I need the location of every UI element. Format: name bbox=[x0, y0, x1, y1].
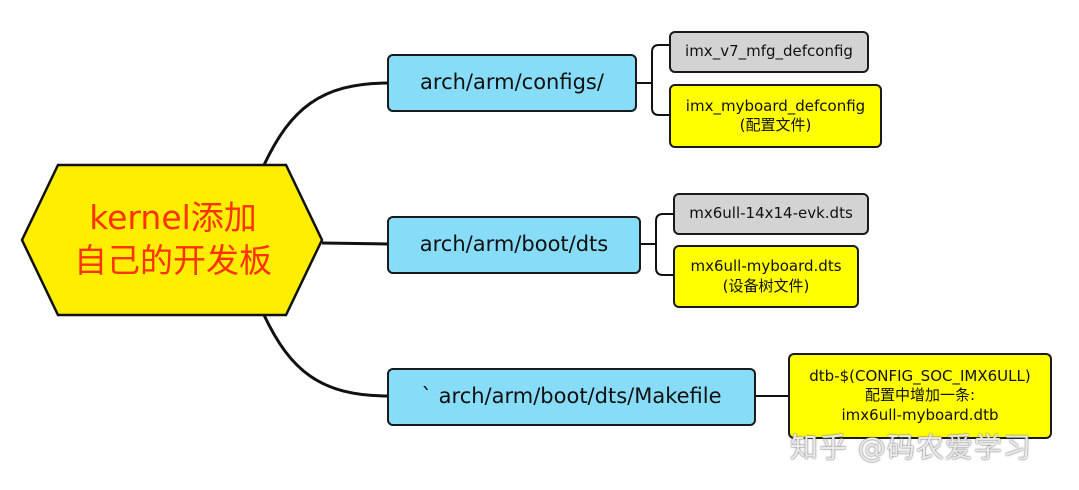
leaf-line: 配置中增加一条: bbox=[864, 386, 976, 405]
leaf-node-makefile-dtb: dtb-$(CONFIG_SOC_IMX6ULL) 配置中增加一条: imx6u… bbox=[788, 353, 1052, 439]
branch-label: ` arch/arm/boot/dts/Makefile bbox=[421, 384, 722, 409]
leaf-line: dtb-$(CONFIG_SOC_IMX6ULL) bbox=[809, 366, 1031, 385]
root-title-line-2: 自己的开发板 bbox=[74, 241, 272, 280]
leaf-line: mx6ull-14x14-evk.dts bbox=[689, 204, 853, 223]
branch-label: arch/arm/boot/dts bbox=[419, 232, 609, 257]
root-title-line-1: kernel添加 bbox=[89, 198, 257, 238]
leaf-line: imx6ull-myboard.dtb bbox=[841, 405, 999, 424]
root-hexagon bbox=[20, 163, 324, 317]
leaf-node-evk-dts: mx6ull-14x14-evk.dts bbox=[673, 193, 869, 235]
connector-root-branch-3 bbox=[262, 314, 389, 398]
connector-root-branch-1 bbox=[262, 81, 389, 166]
branch-node-dts: arch/arm/boot/dts bbox=[387, 216, 641, 274]
leaf-node-mfg-defconfig: imx_v7_mfg_defconfig bbox=[669, 31, 869, 73]
connector-root-branch-2 bbox=[321, 241, 389, 246]
connector-branch-1-leaves bbox=[636, 44, 670, 116]
branch-node-configs: arch/arm/configs/ bbox=[387, 54, 637, 112]
leaf-line: (设备树文件) bbox=[722, 276, 810, 295]
leaf-line: mx6ull-myboard.dts bbox=[690, 257, 842, 275]
watermark: 知乎 @码农爱学习 bbox=[790, 431, 1032, 464]
leaf-node-myboard-defconfig: imx_myboard_defconfig (配置文件) bbox=[669, 84, 882, 148]
branch-node-makefile: ` arch/arm/boot/dts/Makefile bbox=[387, 368, 756, 426]
branch-label: arch/arm/configs/ bbox=[420, 70, 604, 95]
leaf-node-myboard-dts: mx6ull-myboard.dts (设备树文件) bbox=[673, 245, 859, 308]
root-node-label: kernel添加 自己的开发板 bbox=[22, 165, 324, 315]
leaf-line: (配置文件) bbox=[739, 116, 812, 134]
connector-branch-2-leaves bbox=[640, 213, 674, 276]
leaf-line: imx_v7_mfg_defconfig bbox=[685, 42, 853, 61]
leaf-line: imx_myboard_defconfig bbox=[685, 96, 866, 115]
